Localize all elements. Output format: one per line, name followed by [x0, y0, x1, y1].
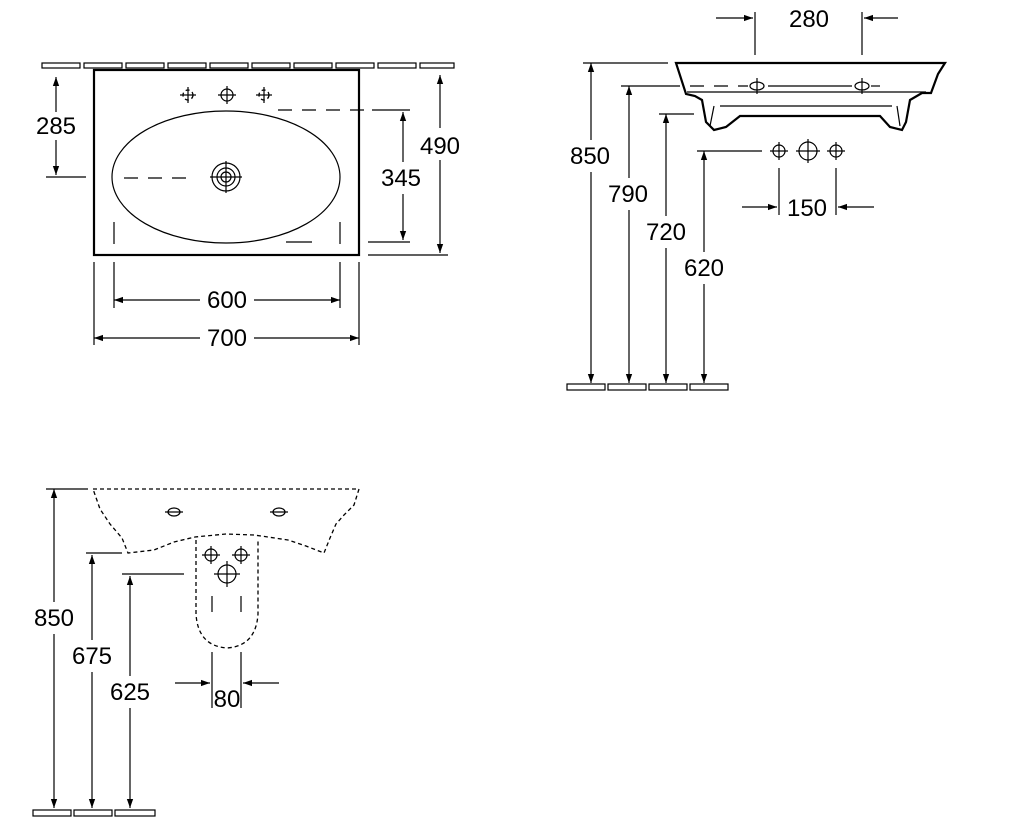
- dim-720-label: 720: [646, 219, 686, 246]
- basin-outline: [92, 488, 360, 554]
- basin-profile: [674, 61, 948, 132]
- dim-700-label: 700: [207, 325, 247, 352]
- tap-hole-left-icon: [180, 87, 196, 103]
- pedestal-outline: [195, 540, 259, 649]
- dim-675-label: 675: [72, 643, 112, 670]
- dim-850-label: 850: [570, 143, 610, 170]
- side-view: 280 150 850: [566, 6, 948, 391]
- mounting-hole-icon: [270, 507, 288, 517]
- tap-hole-icon: [218, 86, 236, 104]
- dim-600-label: 600: [207, 287, 247, 314]
- dim-850-label: 850: [34, 605, 74, 632]
- front-view: 850 675 625 80: [32, 488, 360, 817]
- mounting-hole-icon: [165, 507, 183, 517]
- supply-hole-left-icon: [770, 142, 788, 160]
- basin-outline: [92, 68, 361, 257]
- supply-hole-right-icon: [232, 546, 250, 564]
- wall-strip: [41, 62, 455, 69]
- mounting-hole-icon: [854, 78, 870, 94]
- floor-strip: [32, 809, 156, 817]
- drain-hole-icon: [214, 561, 240, 587]
- dim-625-label: 625: [110, 679, 150, 706]
- tap-hole-right-icon: [256, 87, 272, 103]
- drain-icon: [210, 161, 242, 193]
- dim-345-label: 345: [381, 165, 421, 192]
- supply-hole-right-icon: [827, 142, 845, 160]
- top-view: 285 345 490 600 700: [36, 62, 460, 352]
- drain-hole-icon: [796, 139, 820, 163]
- dim-150-label: 150: [787, 195, 827, 222]
- supply-hole-left-icon: [202, 546, 220, 564]
- dim-280-label: 280: [789, 6, 829, 33]
- floor-strip: [566, 383, 729, 391]
- dim-80-label: 80: [214, 686, 241, 713]
- bowl-outline: [111, 110, 341, 244]
- dim-490-label: 490: [420, 133, 460, 160]
- dim-790-label: 790: [608, 181, 648, 208]
- dim-285-label: 285: [36, 113, 76, 140]
- dim-620-label: 620: [684, 255, 724, 282]
- mounting-hole-icon: [749, 78, 765, 94]
